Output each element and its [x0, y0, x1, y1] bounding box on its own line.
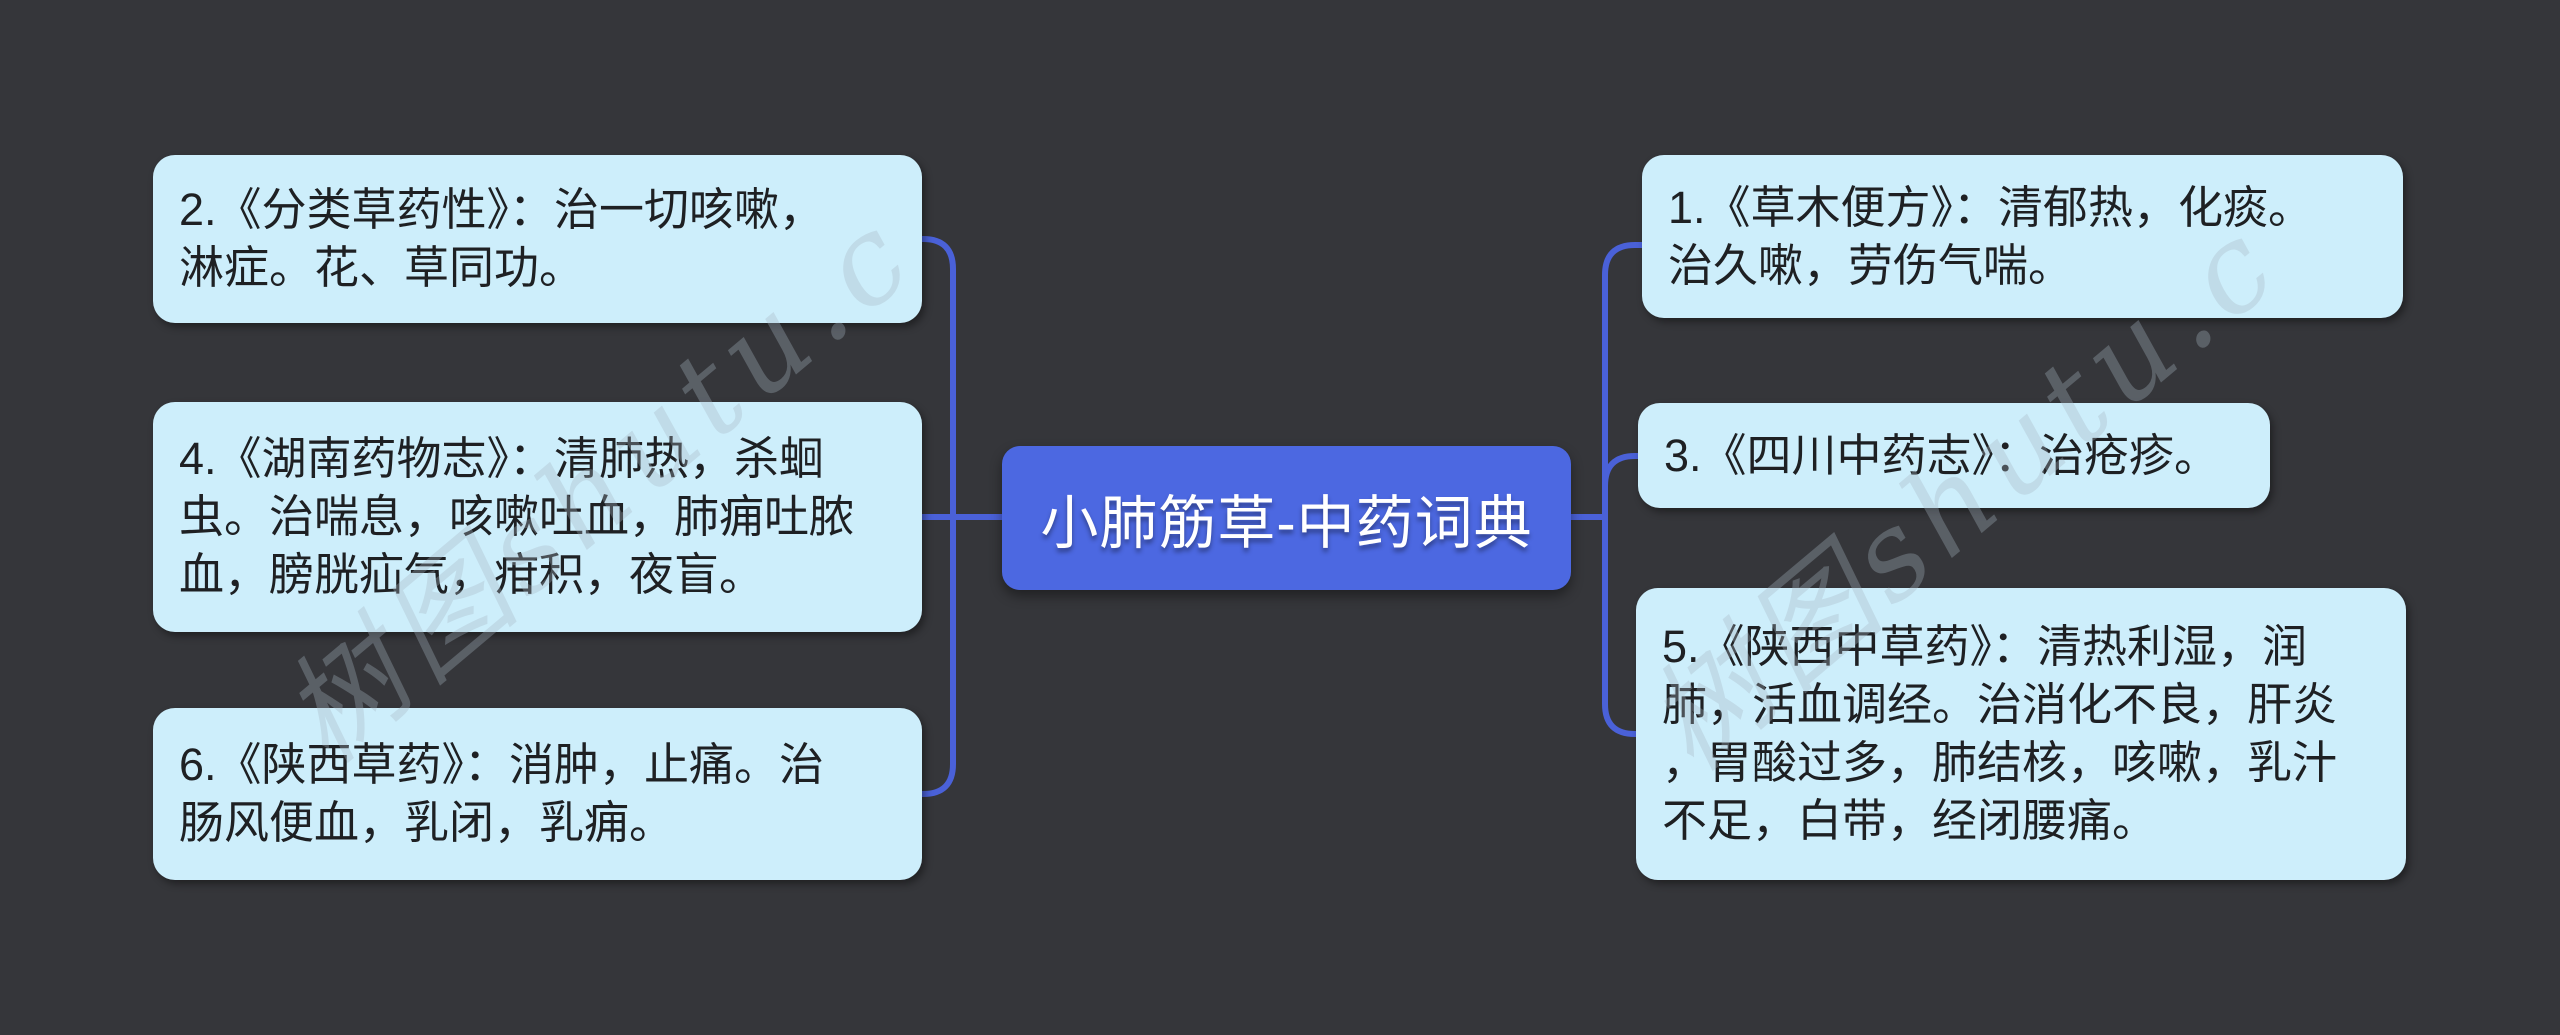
node-text: 1.《草木便方》：清郁热，化痰。 治久嗽，劳伤气喘。: [1668, 181, 2314, 291]
root-node[interactable]: 小肺筋草-中药词典: [1002, 446, 1571, 590]
node-hunan-yaowuzhi[interactable]: 4.《湖南药物志》：清肺热，杀蛔 虫。治喘息，咳嗽吐血，肺痈吐脓 血，膀胱疝气，…: [153, 402, 922, 632]
connector-bottom-left: [920, 517, 956, 797]
node-text: 5.《陕西中草药》：清热利湿，润 肺，活血调经。治消化不良，肝炎 ，胃酸过多，肺…: [1662, 621, 2338, 846]
connector-top-right: [1602, 242, 1642, 517]
connector-middle-right: [1602, 453, 1638, 517]
node-shaanxi-caoyao[interactable]: 6.《陕西草药》：消肿，止痛。治 肠风便血，乳闭，乳痈。: [153, 708, 922, 880]
connector-top-left: [920, 236, 956, 517]
node-caomu-bianfang[interactable]: 1.《草木便方》：清郁热，化痰。 治久嗽，劳伤气喘。: [1642, 155, 2403, 318]
node-text: 6.《陕西草药》：消肿，止痛。治 肠风便血，乳闭，乳痈。: [179, 739, 825, 848]
node-sichuan-zhongyaozhi[interactable]: 3.《四川中药志》：治疮疹。: [1638, 403, 2270, 508]
node-text: 4.《湖南药物志》：清肺热，杀蛔 虫。治喘息，咳嗽吐血，肺痈吐脓 血，膀胱疝气，…: [179, 433, 855, 600]
node-fenlei-caoyaoxing[interactable]: 2.《分类草药性》：治一切咳嗽， 淋症。花、草同功。: [153, 155, 922, 323]
connector-bottom-right: [1602, 517, 1636, 737]
node-text: 3.《四川中药志》：治疮疹。: [1664, 429, 2220, 481]
node-shaanxi-zhongcaoyao[interactable]: 5.《陕西中草药》：清热利湿，润 肺，活血调经。治消化不良，肝炎 ，胃酸过多，肺…: [1636, 588, 2406, 880]
root-node-title: 小肺筋草-中药词典: [1040, 491, 1533, 556]
node-text: 2.《分类草药性》：治一切咳嗽， 淋症。花、草同功。: [179, 184, 825, 293]
